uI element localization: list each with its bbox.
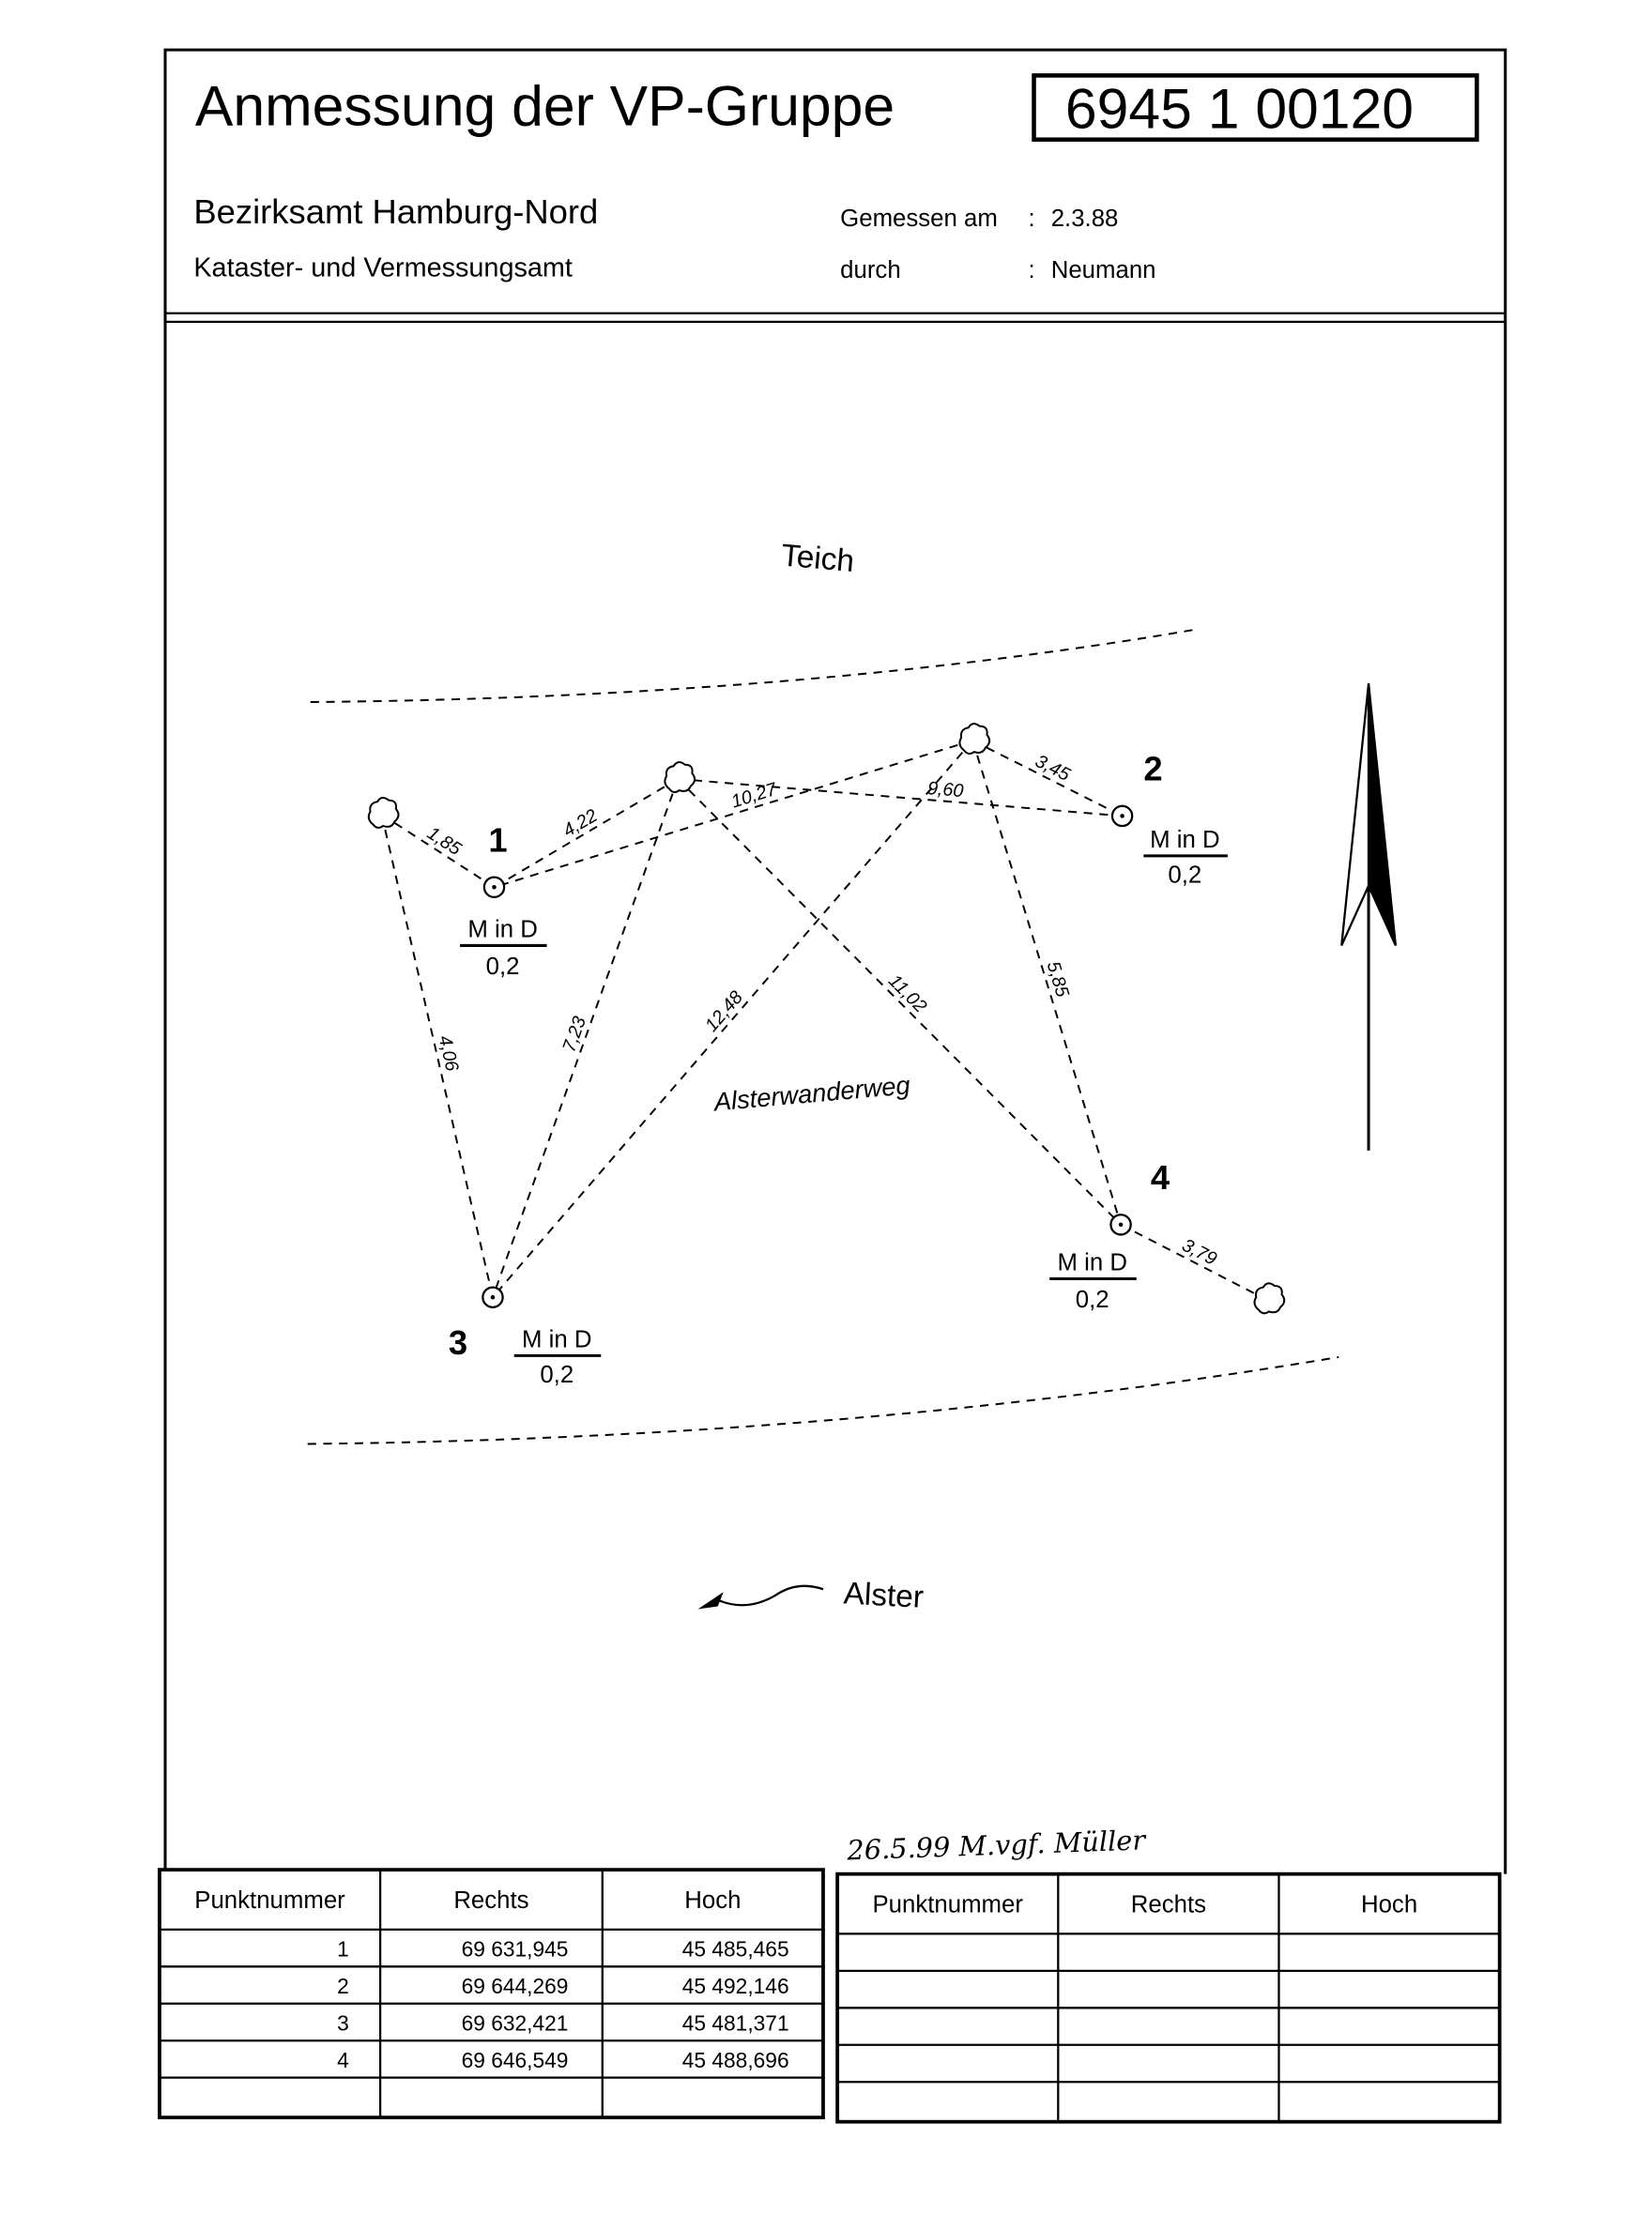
tree-icon xyxy=(664,761,696,793)
column-header: Hoch xyxy=(684,1887,741,1914)
survey-point-icon xyxy=(1109,1214,1132,1236)
colon: : xyxy=(1028,206,1034,232)
measurement-line xyxy=(677,778,1122,1226)
map-marks xyxy=(367,723,1286,1315)
table-row: 4 69 646,549 45 488,696 xyxy=(337,2048,789,2072)
column-header: Punktnummer xyxy=(872,1892,1023,1918)
group-number: 6945 1 00120 xyxy=(1065,77,1414,141)
page-title: Anmessung der VP-Gruppe xyxy=(195,74,895,138)
marker-value: 0,2 xyxy=(1076,1287,1109,1313)
distance-label: 3,45 xyxy=(1032,751,1074,786)
point-number-cell: 2 xyxy=(337,1974,349,1998)
measured-on-value: 2.3.88 xyxy=(1051,206,1119,232)
by-label: durch xyxy=(840,257,901,283)
tree-icon xyxy=(1253,1282,1286,1315)
point-marker-2: M in D 0,2 xyxy=(1143,827,1228,889)
river-label: Alster xyxy=(843,1576,925,1614)
distance-label: 3,79 xyxy=(1179,1235,1220,1270)
measurement-line xyxy=(678,777,1123,817)
marker-label: M in D xyxy=(522,1326,592,1352)
authority: Bezirksamt Hamburg-Nord xyxy=(193,192,598,231)
pond-edge xyxy=(310,628,1197,703)
point-marker-1: M in D 0,2 xyxy=(460,916,547,980)
point-marker-4: M in D 0,2 xyxy=(1049,1249,1137,1313)
measurement-line xyxy=(1120,1223,1268,1302)
table-row: 1 69 631,945 45 485,465 xyxy=(337,1937,789,1962)
coordinates-table-left: Punktnummer Rechts Hoch 1 69 631,945 45 485,4… xyxy=(158,1868,825,2120)
column-header: Rechts xyxy=(1131,1892,1206,1918)
point-marker-3: M in D 0,2 xyxy=(513,1326,602,1388)
flow-direction-arrow-icon xyxy=(697,1584,824,1610)
marker-label: M in D xyxy=(1150,827,1220,853)
marker-label: M in D xyxy=(1057,1249,1127,1275)
marker-value: 0,2 xyxy=(486,954,520,980)
river-edge xyxy=(307,1355,1339,1445)
measurement-line xyxy=(493,778,679,889)
hoch-cell: 45 492,146 xyxy=(682,1974,789,1998)
table-row: 2 69 644,269 45 492,146 xyxy=(337,1974,789,1998)
marker-value: 0,2 xyxy=(540,1362,574,1388)
path-label: Alsterwanderweg xyxy=(711,1070,910,1116)
point-number-cell: 3 xyxy=(337,2011,349,2036)
hoch-cell: 45 485,465 xyxy=(682,1937,789,1962)
measurement-line xyxy=(492,740,974,1298)
group-number-box xyxy=(1032,73,1479,142)
table-border xyxy=(835,1871,1502,2124)
measurement-line xyxy=(971,740,1123,1226)
point-number-3: 3 xyxy=(449,1323,467,1362)
rechts-cell: 69 631,945 xyxy=(462,1937,569,1962)
survey-point-icon xyxy=(482,876,506,898)
rechts-cell: 69 632,421 xyxy=(462,2011,569,2036)
table-row: 3 69 632,421 45 481,371 xyxy=(337,2011,789,2036)
pond-label: Teich xyxy=(780,538,856,579)
measurement-line xyxy=(971,740,1124,817)
coordinates-table-right: Punktnummer Rechts Hoch xyxy=(835,1871,1502,2124)
colon: : xyxy=(1028,257,1034,283)
handwritten-note: 26.5.99 M.vgf. Müller xyxy=(846,1824,1148,1866)
column-header: Rechts xyxy=(453,1887,528,1914)
marker-label: M in D xyxy=(467,916,538,942)
sheet-frame xyxy=(163,48,1507,1874)
rechts-cell: 69 644,269 xyxy=(462,1974,569,1998)
survey-point-icon xyxy=(482,1286,504,1308)
measurement-line xyxy=(381,814,496,889)
point-number-2: 2 xyxy=(1143,749,1162,787)
office: Kataster- und Vermessungsamt xyxy=(193,252,573,283)
measurement-lines xyxy=(380,740,1268,1302)
measured-on-label: Gemessen am xyxy=(840,206,998,232)
table-border xyxy=(158,1868,825,2120)
point-number-4: 4 xyxy=(1151,1158,1170,1197)
point-number-cell: 1 xyxy=(337,1937,349,1962)
point-number-1: 1 xyxy=(488,820,507,859)
column-header: Punktnummer xyxy=(194,1887,345,1914)
distance-label: 9,60 xyxy=(926,778,964,802)
tree-icon xyxy=(958,723,991,756)
hoch-cell: 45 481,371 xyxy=(682,2011,789,2036)
distance-label: 5,85 xyxy=(1043,959,1074,1000)
rechts-cell: 69 646,549 xyxy=(462,2048,569,2072)
survey-point-icon xyxy=(1110,804,1134,828)
distance-label: 10,27 xyxy=(729,779,781,813)
measurement-line xyxy=(494,740,973,889)
by-value: Neumann xyxy=(1051,257,1156,283)
column-header: Hoch xyxy=(1361,1892,1417,1918)
measurement-line xyxy=(380,814,494,1298)
distance-label: 1,85 xyxy=(423,823,466,861)
north-arrow-icon xyxy=(1340,683,1398,1151)
hoch-cell: 45 488,696 xyxy=(682,2048,789,2072)
marker-value: 0,2 xyxy=(1168,863,1201,889)
measurement-line xyxy=(492,778,680,1298)
point-number-cell: 4 xyxy=(337,2048,349,2072)
distance-label: 4,06 xyxy=(435,1033,463,1073)
tree-icon xyxy=(367,797,400,829)
